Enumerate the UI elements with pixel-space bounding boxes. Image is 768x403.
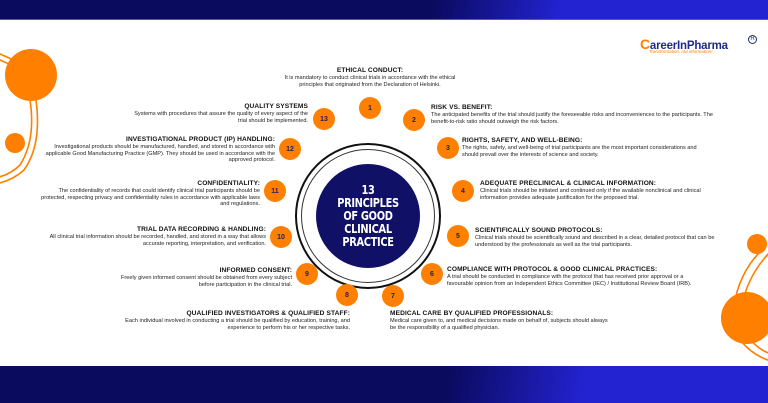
logo-c-glyph: C xyxy=(640,36,650,52)
principle-text: All clinical trial information should be… xyxy=(49,234,266,247)
principle-confidentiality: CONFIDENTIALITY: The confidentiality of … xyxy=(40,180,260,208)
badge-1: 1 xyxy=(359,97,381,119)
principle-text: Investigational products should be manuf… xyxy=(45,144,275,164)
principle-text: Each individual involved in conducting a… xyxy=(125,318,350,331)
principle-title: ADEQUATE PRECLINICAL & CLINICAL INFORMAT… xyxy=(480,180,657,187)
badge-8: 8 xyxy=(336,284,358,306)
principle-text: Clinical trials should be initiated and … xyxy=(480,188,701,201)
principle-title: COMPLIANCE WITH PROTOCOL & GOOD CLINICAL… xyxy=(447,266,658,273)
principle-text: Freely given informed consent should be … xyxy=(120,275,292,288)
principle-text: Systems with procedures that assure the … xyxy=(134,111,308,124)
badge-4: 4 xyxy=(452,180,474,202)
infographic-title: 13 PRINCIPLES OF GOOD CLINICAL PRACTICE xyxy=(337,182,399,249)
principle-title: INVESTIGATIONAL PRODUCT (IP) HANDLING: xyxy=(126,136,275,143)
principle-title: SCIENTIFICALLY SOUND PROTOCOLS: xyxy=(475,227,603,234)
badge-12: 12 xyxy=(279,138,301,160)
badge-6: 6 xyxy=(421,263,443,285)
principle-compliance-protocol: COMPLIANCE WITH PROTOCOL & GOOD CLINICAL… xyxy=(447,266,703,287)
principle-text: It is mandatory to conduct clinical tria… xyxy=(284,75,456,88)
principle-title: QUALITY SYSTEMS xyxy=(244,103,308,110)
logo-tagline: Transformation, not information! xyxy=(649,49,713,54)
principle-scientifically-sound: SCIENTIFICALLY SOUND PROTOCOLS: Clinical… xyxy=(475,227,737,248)
principle-title: RISK VS. BENEFIT: xyxy=(431,104,493,111)
badge-9: 9 xyxy=(296,263,318,285)
principle-text: Medical care given to, and medical decis… xyxy=(390,318,608,331)
principle-investigational-product: INVESTIGATIONAL PRODUCT (IP) HANDLING: I… xyxy=(40,136,275,164)
logo-text: areerInPharma xyxy=(649,40,728,52)
badge-5: 5 xyxy=(447,225,469,247)
careerinpharma-logo[interactable]: CareerInPharma Transformation, not infor… xyxy=(640,35,760,56)
bottom-banner xyxy=(0,366,768,403)
inner-ring xyxy=(301,149,435,283)
principle-ethical-conduct: ETHICAL CONDUCT: It is mandatory to cond… xyxy=(270,67,470,88)
principle-adequate-information: ADEQUATE PRECLINICAL & CLINICAL INFORMAT… xyxy=(480,180,720,201)
badge-7: 7 xyxy=(382,285,404,307)
badge-10: 10 xyxy=(270,226,292,248)
principle-risk-vs-benefit: RISK VS. BENEFIT: The anticipated benefi… xyxy=(431,104,731,125)
badge-2: 2 xyxy=(403,109,425,131)
principle-text: A trial should be conducted in complianc… xyxy=(447,274,692,287)
principle-title: INFORMED CONSENT: xyxy=(219,267,292,274)
logo-wordmark: CareerInPharma xyxy=(640,36,728,52)
outer-ring xyxy=(295,143,441,289)
principle-title: TRIAL DATA RECORDING & HANDLING: xyxy=(137,226,266,233)
badge-3: 3 xyxy=(437,137,459,159)
principle-title: RIGHTS, SAFETY, AND WELL-BEING: xyxy=(462,137,583,144)
principle-title: CONFIDENTIALITY: xyxy=(197,180,260,187)
principle-text: The anticipated benefits of the trial sh… xyxy=(431,112,713,125)
principle-title: ETHICAL CONDUCT: xyxy=(336,67,404,74)
principle-informed-consent: INFORMED CONSENT: Freely given informed … xyxy=(110,267,292,288)
principle-title: QUALIFIED INVESTIGATORS & QUALIFIED STAF… xyxy=(186,310,350,317)
principle-trial-data-recording: TRIAL DATA RECORDING & HANDLING: All cli… xyxy=(28,226,266,247)
principle-qualified-investigators: QUALIFIED INVESTIGATORS & QUALIFIED STAF… xyxy=(120,310,350,331)
registered-mark-icon: R xyxy=(748,35,757,44)
badge-11: 11 xyxy=(264,180,286,202)
principle-rights-safety-wellbeing: RIGHTS, SAFETY, AND WELL-BEING: The righ… xyxy=(462,137,702,158)
principle-title: MEDICAL CARE BY QUALIFIED PROFESSIONALS: xyxy=(390,310,554,317)
principle-quality-systems: QUALITY SYSTEMS Systems with procedures … xyxy=(108,103,308,124)
principle-text: Clinical trials should be scientifically… xyxy=(475,235,715,248)
principle-text: The confidentiality of records that coul… xyxy=(41,188,260,208)
badge-13: 13 xyxy=(313,108,335,130)
top-banner xyxy=(0,0,768,20)
principle-text: The rights, safety, and well-being of tr… xyxy=(462,145,697,158)
center-title-disc: 13 PRINCIPLES OF GOOD CLINICAL PRACTICE xyxy=(316,164,420,268)
principle-medical-care: MEDICAL CARE BY QUALIFIED PROFESSIONALS:… xyxy=(390,310,630,331)
